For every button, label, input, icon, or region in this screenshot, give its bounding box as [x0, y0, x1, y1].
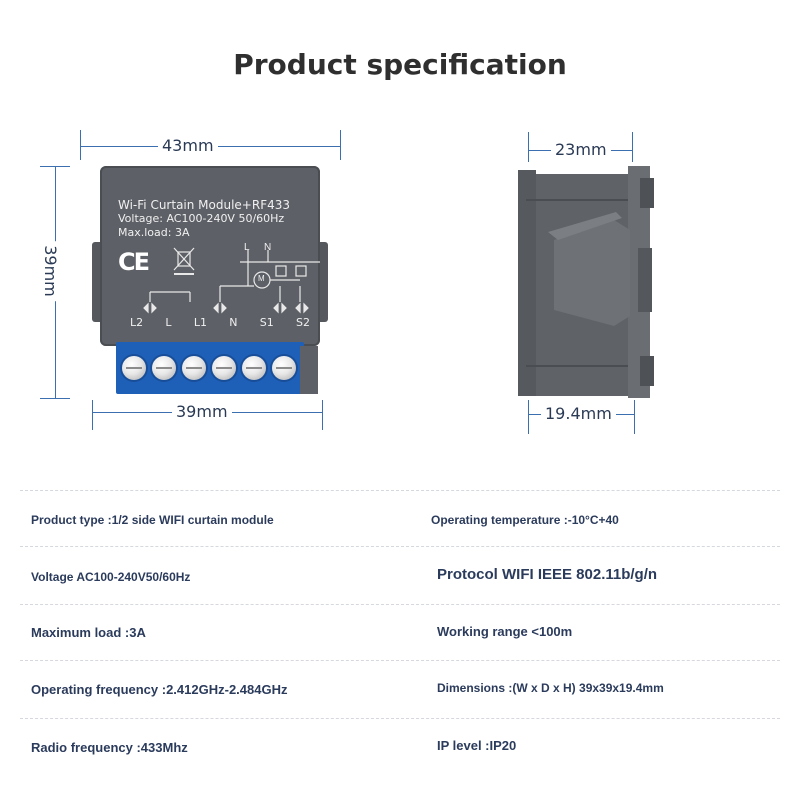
spec-ip-level: IP level :IP20 — [437, 738, 517, 753]
diagram-label-l: L — [244, 242, 250, 253]
front-width-top-label: 43mm — [158, 137, 218, 155]
terminal-labels: L2 L L1 N S1 S2 — [130, 316, 310, 329]
side-width-bottom-label: 19.4mm — [541, 405, 616, 423]
screw-icon — [212, 356, 236, 380]
wiring-diagram-icon — [143, 247, 320, 314]
divider — [20, 660, 780, 661]
module-side-view — [518, 166, 654, 398]
terminal-label: N — [229, 316, 238, 329]
terminal-label: S1 — [259, 316, 274, 329]
terminal-label: L2 — [130, 316, 144, 329]
spec-working-range: Working range <100m — [437, 624, 573, 639]
divider — [20, 718, 780, 719]
ce-mark: CE — [118, 248, 150, 276]
side-width-top-label: 23mm — [551, 141, 611, 159]
spec-operating-frequency: Operating frequency :2.412GHz-2.484GHz — [31, 682, 288, 697]
screw-icon — [182, 356, 206, 380]
terminal-label: S2 — [295, 316, 310, 329]
spec-product-type: Product type :1/2 side WIFI curtain modu… — [31, 513, 274, 527]
spec-radio-frequency: Radio frequency :433Mhz — [31, 740, 188, 755]
spec-maximum-load: Maximum load :3A — [31, 625, 146, 640]
screw-icon — [242, 356, 266, 380]
diagram-label-m: M — [258, 274, 265, 283]
terminal-label: L1 — [193, 316, 207, 329]
terminal-label: L — [165, 316, 172, 329]
terminal-block — [116, 342, 304, 394]
spec-operating-temperature: Operating temperature :-10°C+40 — [431, 513, 619, 527]
divider — [20, 546, 780, 547]
front-width-bottom-label: 39mm — [172, 403, 232, 421]
divider — [20, 604, 780, 605]
screw-icon — [272, 356, 296, 380]
module-body: Wi-Fi Curtain Module+RF433 Voltage: AC10… — [100, 166, 320, 346]
module-label: Wi-Fi Curtain Module+RF433 Voltage: AC10… — [118, 198, 291, 239]
spec-dimensions: Dimensions :(W x D x H) 39x39x19.4mm — [437, 681, 664, 695]
page-title: Product specification — [233, 48, 567, 81]
divider — [20, 490, 780, 491]
spec-protocol: Protocol WIFI IEEE 802.11b/g/n — [437, 566, 658, 583]
spec-voltage: Voltage AC100-240V50/60Hz — [31, 570, 191, 584]
front-height-label: 39mm — [40, 241, 60, 301]
module-front-view: Wi-Fi Curtain Module+RF433 Voltage: AC10… — [92, 166, 328, 398]
screw-icon — [152, 356, 176, 380]
screw-icon — [122, 356, 146, 380]
diagram-label-n: N — [264, 242, 272, 253]
